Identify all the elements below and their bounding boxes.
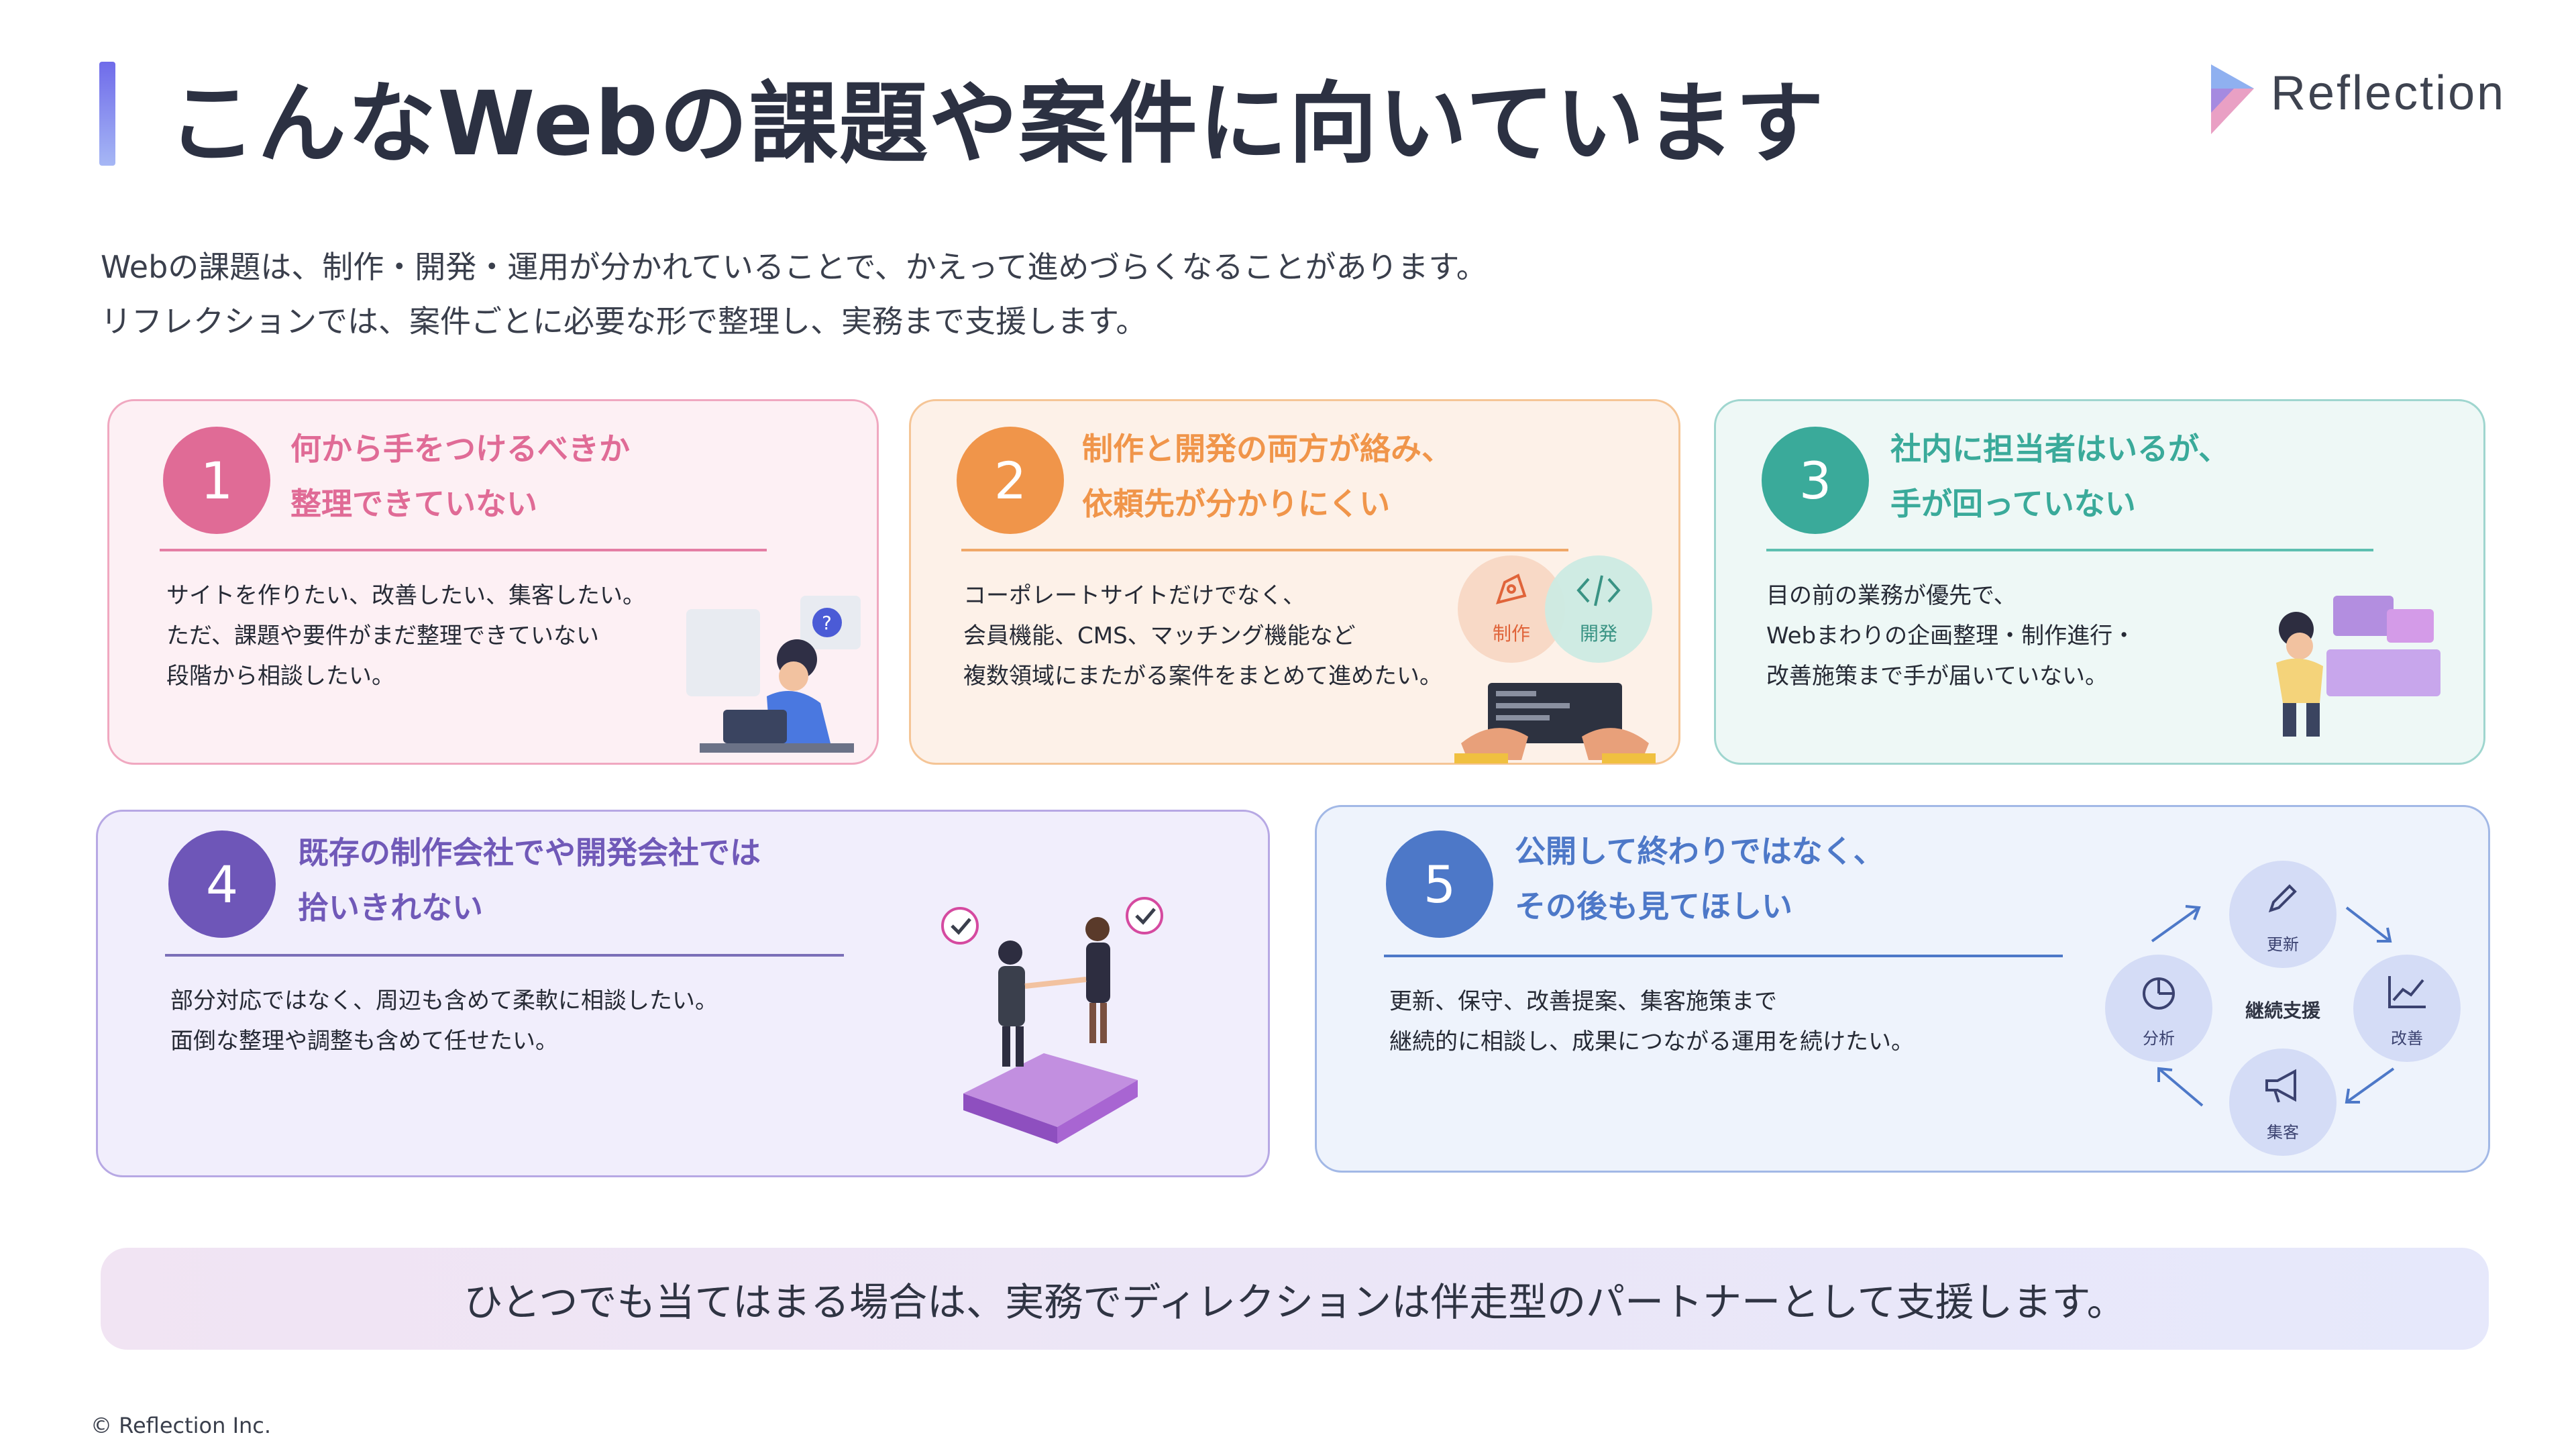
card-number-badge: 2	[957, 427, 1064, 534]
hands-typing-illustration	[1454, 683, 1656, 763]
line-chart-icon	[2388, 976, 2426, 1008]
svg-text:?: ?	[822, 612, 832, 634]
cycle-item-improve: 改善	[2353, 955, 2461, 1062]
card-title-line-1: 社内に担当者はいるが、	[1890, 431, 2230, 467]
card-divider	[165, 954, 844, 957]
cycle-item-update: 更新	[2229, 861, 2337, 968]
card-2: 2 制作と開発の両方が絡み、 依頼先が分かりにくい コーポレートサイトだけでなく…	[909, 399, 1680, 765]
summary-banner: ひとつでも当てはまる場合は、実務でディレクションは伴走型のパートナーとして支援し…	[101, 1248, 2489, 1350]
intro-line-1: Webの課題は、制作・開発・運用が分かれていることで、かえって進めづらくなること…	[101, 249, 1487, 285]
card-body-line: 改善施策まで手が届いていない。	[1766, 663, 2108, 690]
card-title-line-2: その後も見てほしい	[1515, 888, 1792, 924]
card-body-line: 会員機能、CMS、マッチング機能など	[963, 623, 1356, 649]
code-icon	[1576, 575, 1621, 606]
support-cycle-diagram: 更新 改善 集客 分析 継続支援	[2095, 847, 2471, 1156]
card-body-line: サイトを作りたい、改善したい、集客したい。	[166, 582, 645, 609]
logo-wordmark: Reflection	[2271, 66, 2506, 120]
card-number-badge: 5	[1386, 830, 1493, 938]
card-title-line-1: 何から手をつけるべきか	[290, 431, 630, 467]
card-3: 3 社内に担当者はいるが、 手が回っていない 目の前の業務が優先で、 Webまわ…	[1714, 399, 2485, 765]
card-number-badge: 1	[163, 427, 270, 534]
cycle-item-label: 集客	[2267, 1123, 2299, 1142]
reflection-logo-icon	[2211, 64, 2254, 134]
intro-line-2: リフレクションでは、案件ごとに必要な形で整理し、実務まで支援します。	[101, 303, 1147, 339]
card-title-line-2: 拾いきれない	[298, 890, 483, 926]
card-divider	[1766, 549, 2373, 551]
title-accent-bar	[99, 62, 115, 166]
cycle-item-label: 分析	[2143, 1029, 2175, 1048]
confused-woman-illustration: ?	[686, 596, 861, 753]
card-divider	[160, 549, 767, 551]
card-body-line: ただ、課題や要件がまだ整理できていない	[166, 623, 599, 649]
card-body-line: Webまわりの企画整理・制作進行・	[1766, 623, 2136, 649]
card-title-line-1: 制作と開発の両方が絡み、	[1082, 431, 1452, 467]
handshake-puzzle-illustration	[941, 897, 1163, 1144]
card-body-line: 面倒な整理や調整も含めて任せたい。	[170, 1028, 558, 1055]
card-body-line: 複数領域にまたがる案件をまとめて進めたい。	[963, 663, 1442, 690]
cycle-item-label: 更新	[2267, 935, 2299, 954]
cycle-center-label: 継続支援	[2245, 1000, 2320, 1022]
cycle-arrows	[2151, 905, 2395, 1107]
card-body-line: 段階から相談したい。	[166, 663, 394, 690]
card-divider	[1384, 955, 2063, 957]
card-body-line: 目の前の業務が優先で、	[1766, 582, 2017, 609]
cycle-item-analysis: 分析	[2105, 955, 2212, 1062]
card-title-line-1: 公開して終わりではなく、	[1515, 833, 1884, 869]
summary-banner-text: ひとつでも当てはまる場合は、実務でディレクションは伴走型のパートナーとして支援し…	[464, 1279, 2126, 1325]
card-body-line: 部分対応ではなく、周辺も含めて柔軟に相談したい。	[170, 987, 718, 1014]
pen-tool-icon	[1495, 574, 1527, 604]
overwhelmed-worker-illustration	[2276, 596, 2440, 737]
card-divider	[961, 549, 1568, 551]
card-number-badge: 4	[168, 830, 276, 938]
card-4: 4 既存の制作会社でや開発会社では 拾いきれない 部分対応ではなく、周辺も含めて…	[96, 810, 1270, 1177]
card-body-line: コーポレートサイトだけでなく、	[963, 582, 1305, 609]
card-title-line-2: 整理できていない	[290, 486, 537, 522]
pie-chart-icon	[2143, 977, 2175, 1010]
cycle-item-marketing: 集客	[2229, 1049, 2337, 1156]
card-title-line-2: 依頼先が分かりにくい	[1082, 486, 1391, 522]
copyright-text: © Reflection Inc.	[91, 1413, 272, 1438]
card-body-line: 更新、保守、改善提案、集客施策まで	[1389, 988, 1777, 1015]
card-body-line: 継続的に相談し、成果につながる運用を続けたい。	[1389, 1028, 1914, 1055]
card-5: 5 公開して終わりではなく、 その後も見てほしい 更新、保守、改善提案、集客施策…	[1315, 805, 2490, 1173]
card-number-badge: 3	[1762, 427, 1869, 534]
page-title: こんなWebの課題や案件に向いています	[168, 72, 1825, 176]
card-title-line-2: 手が回っていない	[1890, 486, 2136, 522]
badge-development: 開発	[1545, 555, 1652, 663]
card-1: 1 何から手をつけるべきか 整理できていない サイトを作りたい、改善したい、集客…	[107, 399, 879, 765]
badge-label: 制作	[1492, 623, 1530, 645]
card-title-line-1: 既存の制作会社でや開発会社では	[298, 835, 761, 871]
megaphone-icon	[2265, 1069, 2296, 1103]
badge-label: 開発	[1579, 623, 1617, 645]
cycle-item-label: 改善	[2391, 1029, 2423, 1048]
pencil-icon	[2268, 884, 2297, 913]
